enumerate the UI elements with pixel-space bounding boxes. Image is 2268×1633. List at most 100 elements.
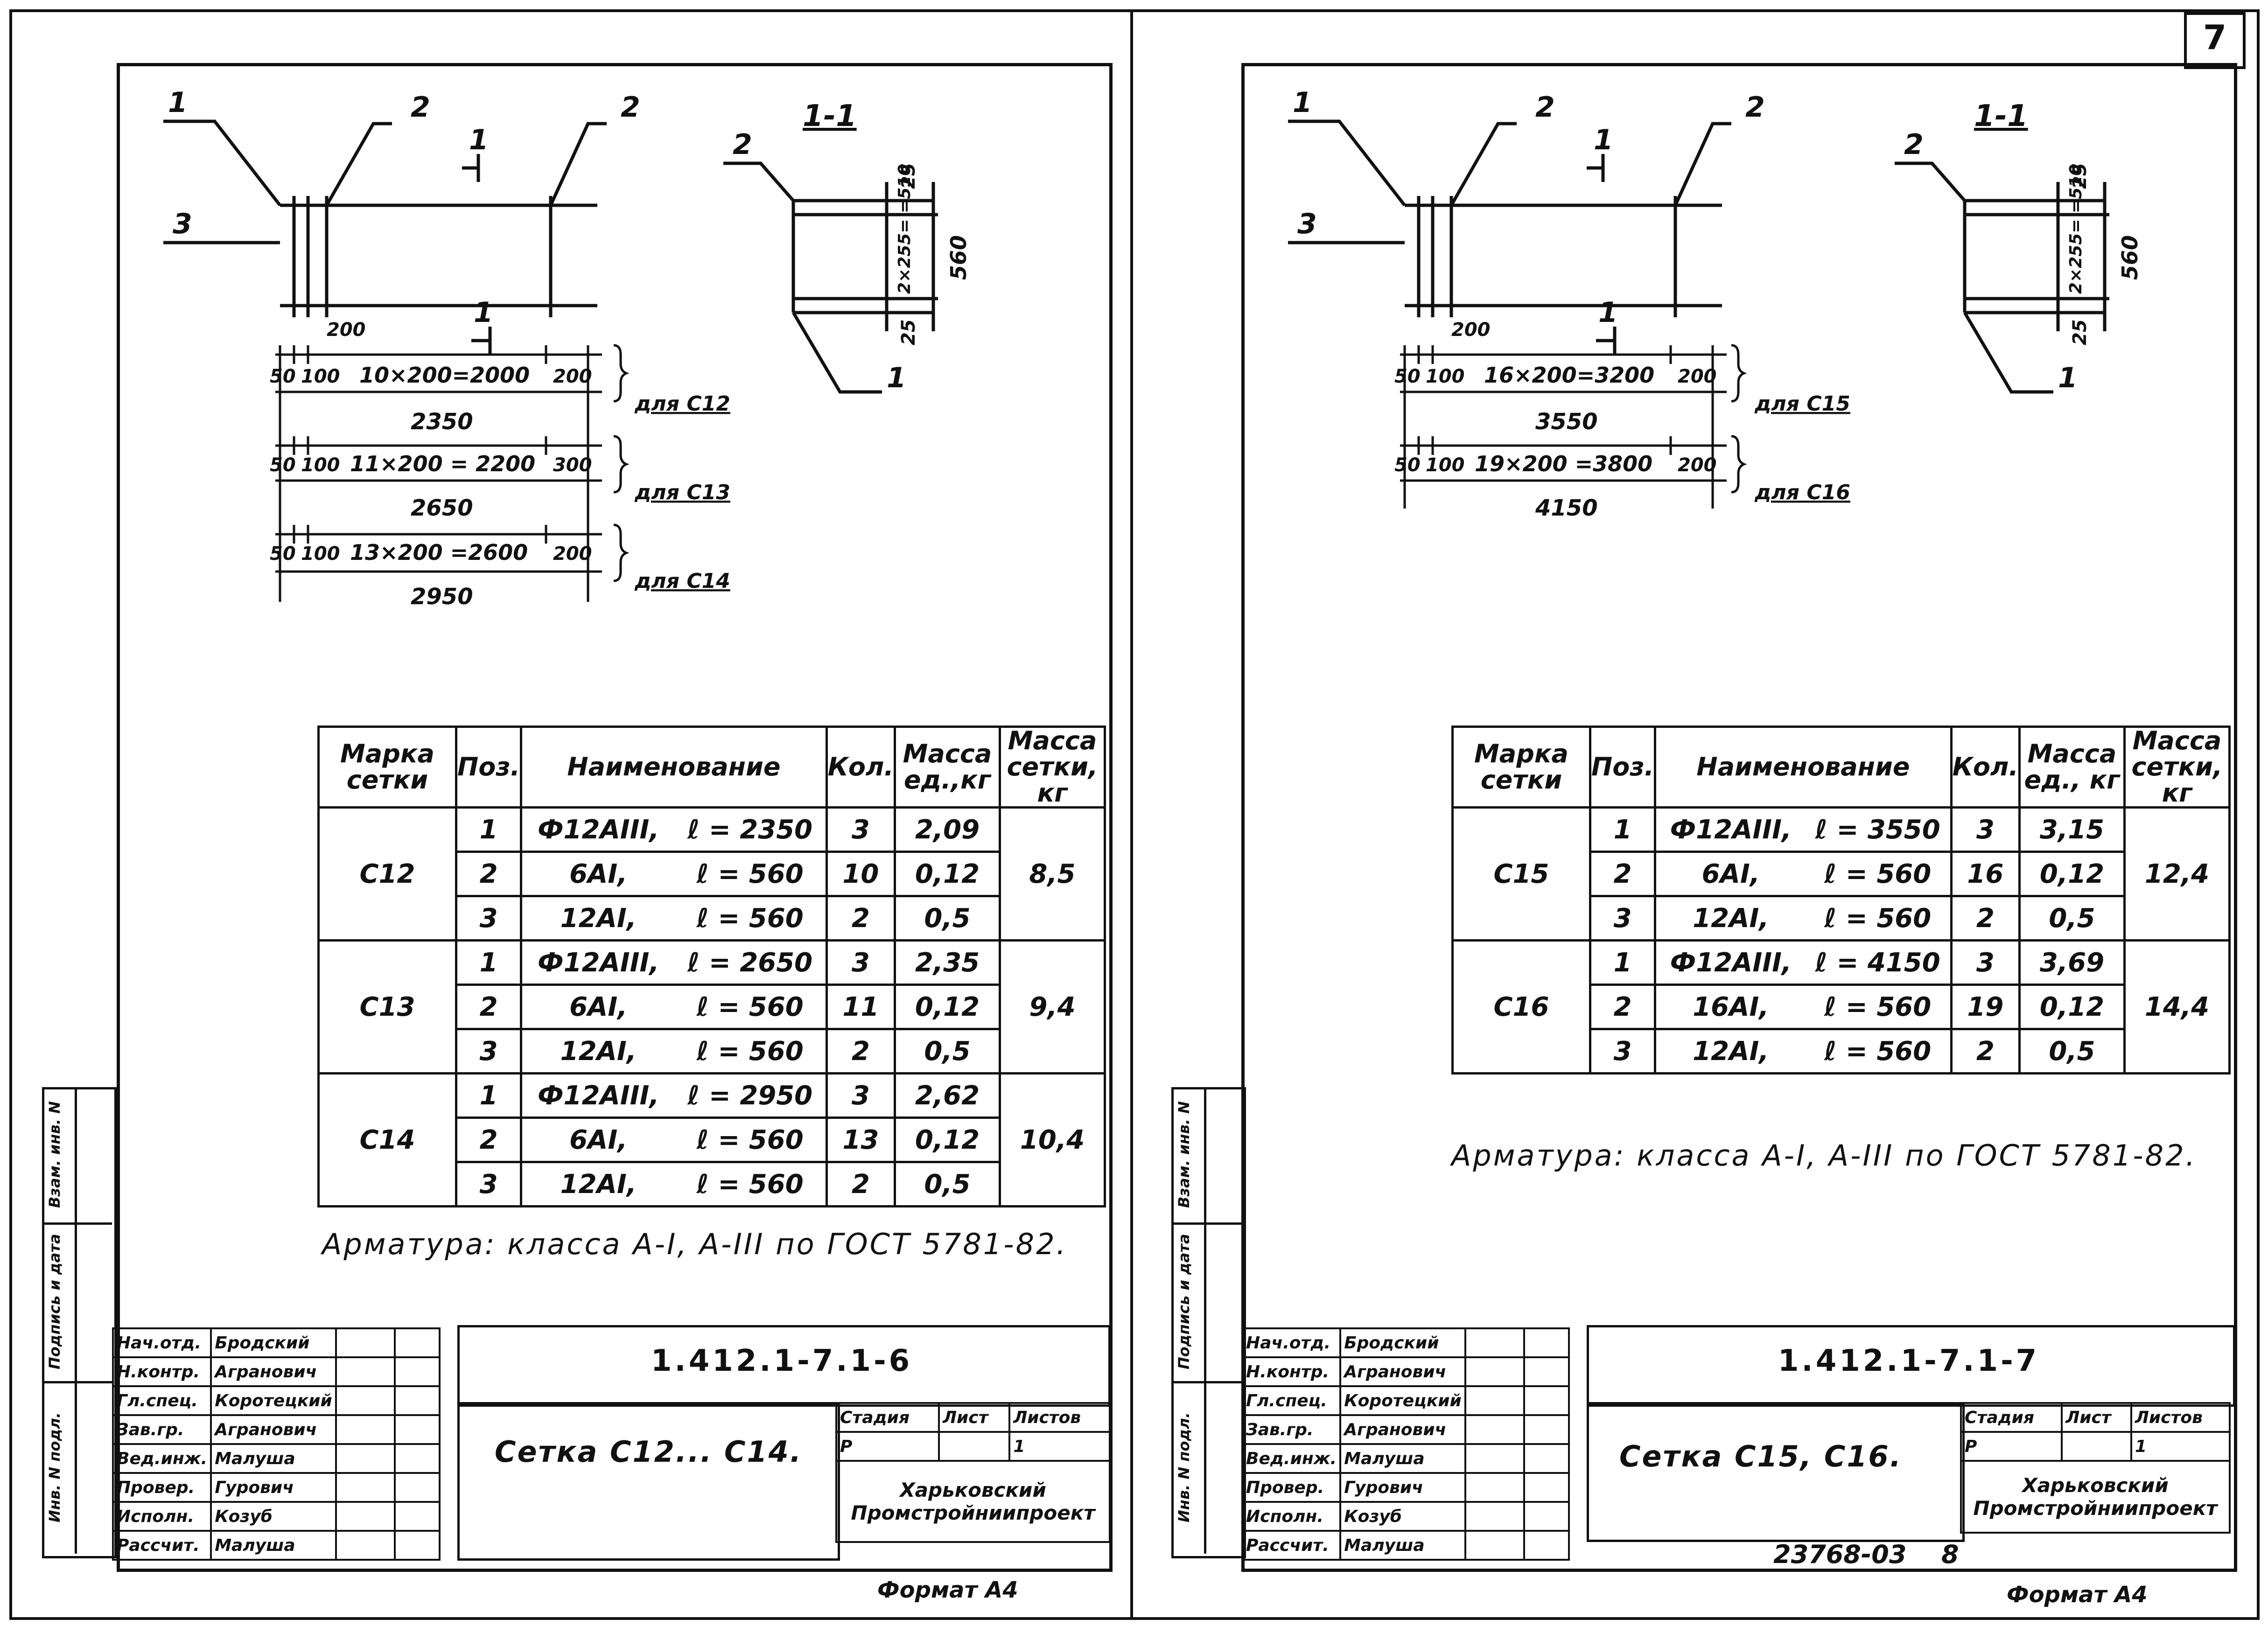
s1-cell: 2 bbox=[825, 895, 896, 942]
s1-th-name: Наименование bbox=[520, 726, 828, 809]
s2-designation-box bbox=[1587, 1325, 2235, 1407]
s2-signers-table: Нач.отд.Бродский Н.контр.Агранович Гл.сп… bbox=[1241, 1327, 1570, 1561]
s2-side-label-vzam: Взам. инв. N bbox=[1175, 1101, 1193, 1208]
s1-cell: ℓ = 2950 bbox=[674, 1072, 828, 1119]
s1-cell: 2 bbox=[825, 1161, 896, 1207]
s2-dim-b: 100 bbox=[1426, 366, 1465, 387]
s1-signer-name: Агранович bbox=[210, 1356, 337, 1387]
s1-side-divider bbox=[42, 1222, 112, 1225]
s2-date bbox=[1523, 1385, 1570, 1416]
s2-cell: 1 bbox=[1589, 806, 1657, 853]
s1-date bbox=[393, 1472, 441, 1503]
s2-schedule-table: Марка сетки Поз. Наименование Кол. Масса… bbox=[1451, 726, 2231, 1075]
s1-side-label-vzam: Взам. инв. N bbox=[46, 1101, 63, 1208]
s1-dim-b: 100 bbox=[301, 366, 340, 387]
s2-pos-label: 2 bbox=[1745, 91, 1765, 124]
s1-signer-role: Провер. bbox=[112, 1472, 212, 1503]
s1-signer-role: Зав.гр. bbox=[112, 1414, 212, 1445]
s1-dim-total: 2350 bbox=[411, 409, 473, 435]
s1-cell: 2 bbox=[825, 1028, 896, 1075]
s2-cell: Ф12АIII, bbox=[1654, 939, 1806, 986]
s2-pos-label: 1 bbox=[1293, 86, 1312, 119]
s2-signer-name: Бродский bbox=[1339, 1327, 1466, 1358]
s1-date bbox=[393, 1414, 441, 1445]
s1-mass: 10,4 bbox=[999, 1072, 1106, 1207]
s2-cell: 16АI, bbox=[1654, 984, 1806, 1030]
s2-dim-total: 4150 bbox=[1535, 495, 1598, 521]
s1-list-value bbox=[938, 1431, 1011, 1462]
s1-section-mark: 1 bbox=[469, 124, 489, 156]
sheet-divider bbox=[1130, 9, 1133, 1617]
s2-cell: 12АI, bbox=[1654, 1028, 1806, 1075]
s1-cell: 0,5 bbox=[894, 895, 1001, 942]
sheet1-frame bbox=[117, 63, 1113, 1572]
s1-cell: 2 bbox=[455, 984, 523, 1030]
s2-dim-total: 3550 bbox=[1535, 409, 1598, 435]
s2-section-dim: 25 bbox=[2069, 163, 2091, 189]
s1-signature bbox=[335, 1414, 396, 1445]
s1-cell: 2 bbox=[455, 1117, 523, 1163]
s1-signer-role: Гл.спец. bbox=[112, 1385, 212, 1416]
s1-cell: 0,5 bbox=[894, 1161, 1001, 1207]
s1-pos-label: 1 bbox=[168, 86, 188, 119]
s1-cell: ℓ = 560 bbox=[674, 984, 828, 1030]
s1-signer-name: Коротецкий bbox=[210, 1385, 337, 1416]
s2-reinforcement-note: Арматура: класса А-I, А-III по ГОСТ 5781… bbox=[1451, 1138, 2197, 1172]
s1-date bbox=[393, 1530, 441, 1561]
s1-pos-label: 2 bbox=[411, 91, 430, 124]
s2-signature bbox=[1464, 1501, 1525, 1532]
s1-side-divider bbox=[42, 1381, 112, 1383]
s1-designation: 1.412.1-7.1-6 bbox=[651, 1344, 913, 1378]
s2-cell: 3 bbox=[1589, 895, 1657, 942]
page-number-box bbox=[2184, 12, 2246, 69]
s2-cell: 16 bbox=[1950, 851, 2021, 897]
s1-reinforcement-note: Арматура: класса А-I, А-III по ГОСТ 5781… bbox=[322, 1227, 1068, 1261]
sheet2-drawing: 1 2 2 3 1 1 1-1 2 1 25 2×255= =510 25 56… bbox=[1288, 86, 2142, 521]
s1-section-dim: 25 bbox=[898, 163, 919, 189]
s2-signature bbox=[1464, 1443, 1525, 1474]
s2-th-total: Масса сетки, кг bbox=[2123, 726, 2231, 809]
s2-cell: 2 bbox=[1950, 1028, 2021, 1075]
s2-date bbox=[1523, 1530, 1570, 1561]
s2-format-label: Формат А4 bbox=[2007, 1582, 2148, 1608]
s1-dim-a: 50 bbox=[270, 543, 296, 565]
s1-dim-c: 200 bbox=[553, 543, 592, 565]
s2-side-label-podpis: Подпись и дата bbox=[1175, 1234, 1193, 1370]
s2-signer-role: Н.контр. bbox=[1241, 1356, 1342, 1387]
s1-th-total: Масса сетки, кг bbox=[999, 726, 1106, 809]
s2-cell: 2 bbox=[1589, 984, 1657, 1030]
s1-signature bbox=[335, 1501, 396, 1532]
s2-cell: 6АI, bbox=[1654, 851, 1806, 897]
archive-number: 23768-03 bbox=[1773, 1540, 1907, 1569]
s1-section-dim: 25 bbox=[898, 319, 919, 345]
s1-cell: 6АI, bbox=[520, 851, 675, 897]
s2-signature bbox=[1464, 1356, 1525, 1387]
s2-mark: С15 bbox=[1451, 806, 1591, 942]
s2-signer-role: Рассчит. bbox=[1241, 1530, 1342, 1561]
s2-cell: 2 bbox=[1589, 851, 1657, 897]
s2-th-mark: Марка сетки bbox=[1451, 726, 1591, 809]
s1-cell: ℓ = 560 bbox=[674, 1117, 828, 1163]
s2-signer-name: Малуша bbox=[1339, 1530, 1466, 1561]
s1-cell: Ф12АIII, bbox=[520, 939, 675, 986]
s1-signer-name: Гурович bbox=[210, 1472, 337, 1503]
s2-signer-name: Козуб bbox=[1339, 1501, 1466, 1532]
s1-signature bbox=[335, 1356, 396, 1387]
page-frame bbox=[9, 9, 2260, 1620]
s1-cell: 3 bbox=[455, 1028, 523, 1075]
s1-signature bbox=[335, 1530, 396, 1561]
s2-signer-role: Гл.спец. bbox=[1241, 1385, 1342, 1416]
s1-dim-c: 300 bbox=[553, 454, 592, 476]
s2-dim-a: 50 bbox=[1394, 454, 1421, 476]
s2-stadia-label: Стадия bbox=[1960, 1402, 2063, 1433]
s1-cell: 0,12 bbox=[894, 984, 1001, 1030]
s1-section-dim: 2×255= =510 bbox=[895, 164, 914, 294]
s1-signer-name: Малуша bbox=[210, 1530, 337, 1561]
s1-cell: 3 bbox=[455, 1161, 523, 1207]
s1-signer-role: Исполн. bbox=[112, 1501, 212, 1532]
s2-cell: 0,12 bbox=[2018, 984, 2126, 1030]
s2-section-dim: 560 bbox=[2117, 235, 2142, 280]
s2-cell: 0,5 bbox=[2018, 1028, 2126, 1075]
s2-list-label: Лист bbox=[2061, 1402, 2133, 1433]
s1-cell: 3 bbox=[825, 1072, 896, 1119]
